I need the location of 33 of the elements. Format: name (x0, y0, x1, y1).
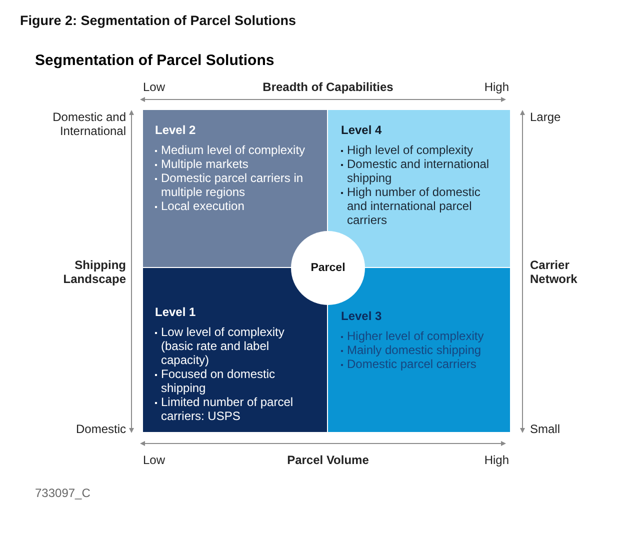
level-heading: Level 1 (155, 305, 197, 320)
level-heading: Level 3 (341, 309, 383, 324)
axis-title: Shipping Landscape (62, 258, 126, 286)
bullet-text: Multiple markets (161, 157, 248, 171)
axis-end-label: Domestic (76, 422, 126, 436)
axis-end-label: Domestic and International (52, 110, 126, 138)
bullet-text: Mainly domestic shipping (347, 343, 482, 357)
figure-id: 733097_C (35, 486, 90, 500)
level-heading: Level 2 (155, 123, 197, 138)
bullet-text: Low level of complexity (basic rate and label capacity) (161, 325, 286, 367)
axis-end-label: Low (143, 453, 166, 467)
bullet-text: Limited number of parcel carriers: USPS (161, 395, 294, 423)
bullet-text: Domestic parcel carriers (347, 357, 476, 371)
axis-title: Parcel Volume (286, 453, 370, 467)
bullet-text: Focused on domestic shipping (161, 367, 276, 395)
axis-title: Breadth of Capabilities (262, 80, 394, 94)
level-heading: Level 4 (341, 123, 383, 138)
bullet-text: High number of domestic and international parcel carriers (347, 185, 482, 227)
bullet-text: Medium level of complexity (161, 143, 306, 157)
axis-end-label: Low (143, 80, 166, 94)
axis-title: Carrier Network (530, 258, 578, 286)
bullet-text: Domestic and international shipping (347, 157, 490, 185)
bullet-text: Local execution (161, 199, 244, 213)
bullet-text: Domestic parcel carriers in multiple regions (161, 171, 304, 199)
axis-end-label: Small (530, 422, 560, 436)
bullet-text: High level of complexity (347, 143, 474, 157)
circle-label: Parcel (310, 261, 346, 275)
figure-caption: Figure 2: Segmentation of Parcel Solutions (20, 12, 296, 30)
axis-end-label: High (484, 80, 509, 94)
axis-end-label: High (484, 453, 509, 467)
chart-title: Segmentation of Parcel Solutions (35, 51, 274, 71)
bullet-text: Higher level of complexity (347, 329, 484, 343)
axis-end-label: Large (530, 110, 561, 124)
